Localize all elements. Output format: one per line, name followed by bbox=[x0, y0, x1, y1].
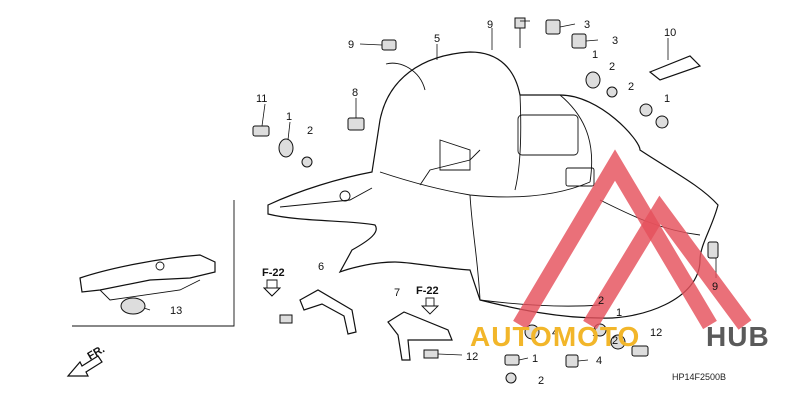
callout-number: 2 bbox=[307, 125, 313, 137]
callout-number: 9 bbox=[487, 19, 493, 31]
fasteners bbox=[252, 17, 719, 384]
callout-number: 5 bbox=[434, 33, 440, 45]
callout-number: 2 bbox=[612, 335, 618, 347]
inset-detail bbox=[72, 200, 235, 327]
ref-label-f22: F-22 bbox=[416, 285, 439, 297]
direction-arrow bbox=[66, 355, 103, 377]
callout-number: 13 bbox=[170, 305, 182, 317]
callout-number: 2 bbox=[628, 81, 634, 93]
grommet-13 bbox=[120, 297, 146, 315]
bracket-bolt bbox=[279, 314, 293, 324]
callout-number: 8 bbox=[352, 87, 358, 99]
clip-8 bbox=[347, 117, 365, 131]
callout-numbers: 9 5 9 3 3 10 1 2 2 1 11 1 2 8 9 6 7 13 1… bbox=[170, 19, 718, 387]
callout-number: 3 bbox=[612, 35, 618, 47]
watermark-brand-secondary: HUB bbox=[706, 321, 770, 352]
callout-number: 1 bbox=[532, 353, 538, 365]
callout-number: 12 bbox=[466, 351, 478, 363]
callout-number: 12 bbox=[650, 327, 662, 339]
callout-number: 4 bbox=[552, 327, 558, 339]
watermark-brand-primary: AUTOMOTO bbox=[470, 321, 640, 352]
ref-label-f22: F-22 bbox=[262, 267, 285, 279]
callout-number: 4 bbox=[596, 355, 602, 367]
callout-number: 9 bbox=[712, 281, 718, 293]
callout-number: 6 bbox=[318, 261, 324, 273]
callout-number: 1 bbox=[592, 49, 598, 61]
callout-number: 7 bbox=[394, 287, 400, 299]
plate-10 bbox=[648, 55, 702, 81]
callout-number: 10 bbox=[664, 27, 676, 39]
callout-number: 2 bbox=[598, 295, 604, 307]
bracket-6 bbox=[279, 289, 357, 335]
callout-number: 11 bbox=[256, 93, 267, 105]
ref-arrow-2 bbox=[420, 297, 440, 315]
drawing-code: HP14F2500B bbox=[672, 372, 726, 382]
bracket-7 bbox=[387, 311, 453, 361]
callout-number: 1 bbox=[286, 111, 292, 123]
callout-number: 3 bbox=[584, 19, 590, 31]
callout-number: 9 bbox=[348, 39, 354, 51]
callout-number: 2 bbox=[609, 61, 615, 73]
callout-number: 2 bbox=[538, 375, 544, 387]
callout-number: 1 bbox=[592, 327, 598, 339]
watermark-logo bbox=[513, 149, 752, 330]
bracket-bolt-11 bbox=[423, 349, 439, 359]
callout-number: 1 bbox=[616, 307, 622, 319]
callout-number: 1 bbox=[664, 93, 670, 105]
rear-fender bbox=[267, 51, 719, 319]
direction-label: FR. bbox=[86, 343, 107, 362]
ref-arrow-1 bbox=[262, 279, 282, 297]
